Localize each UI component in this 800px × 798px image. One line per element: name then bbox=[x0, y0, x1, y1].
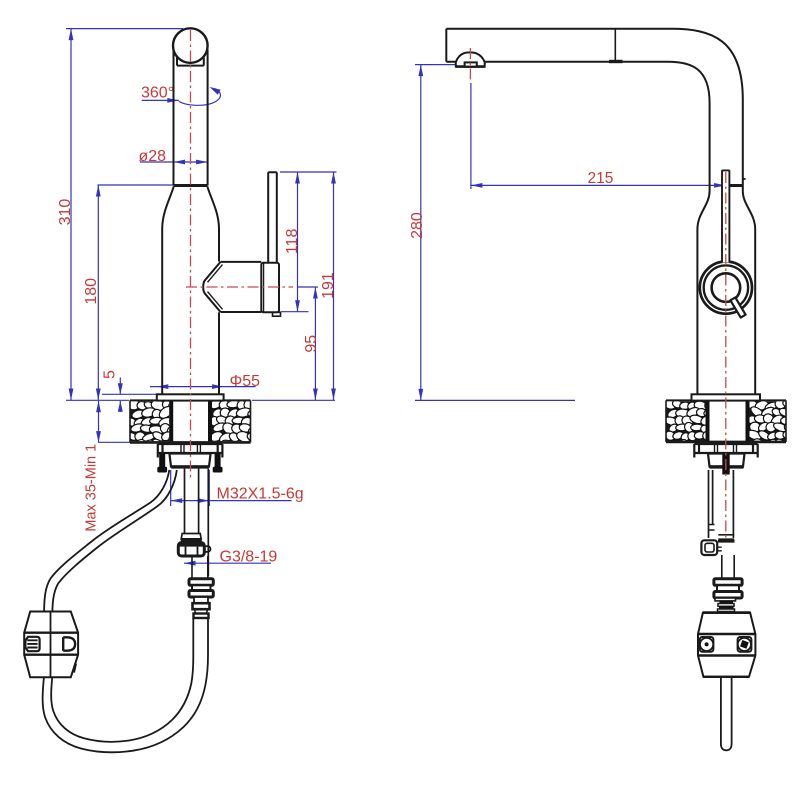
svg-text:310: 310 bbox=[57, 199, 74, 226]
svg-text:5: 5 bbox=[102, 370, 119, 379]
svg-text:215: 215 bbox=[588, 170, 614, 187]
svg-text:180: 180 bbox=[83, 278, 100, 305]
svg-text:95: 95 bbox=[303, 335, 320, 353]
svg-text:ø28: ø28 bbox=[139, 148, 167, 165]
svg-text:360°: 360° bbox=[141, 85, 174, 102]
svg-text:191: 191 bbox=[320, 272, 337, 299]
svg-text:G3/8-19: G3/8-19 bbox=[220, 549, 278, 566]
svg-text:M32X1.5-6g: M32X1.5-6g bbox=[217, 486, 304, 503]
svg-text:280: 280 bbox=[409, 212, 426, 239]
svg-text:Φ55: Φ55 bbox=[230, 373, 261, 390]
svg-text:Max 35-Min 1: Max 35-Min 1 bbox=[83, 444, 99, 532]
svg-text:118: 118 bbox=[284, 229, 301, 255]
